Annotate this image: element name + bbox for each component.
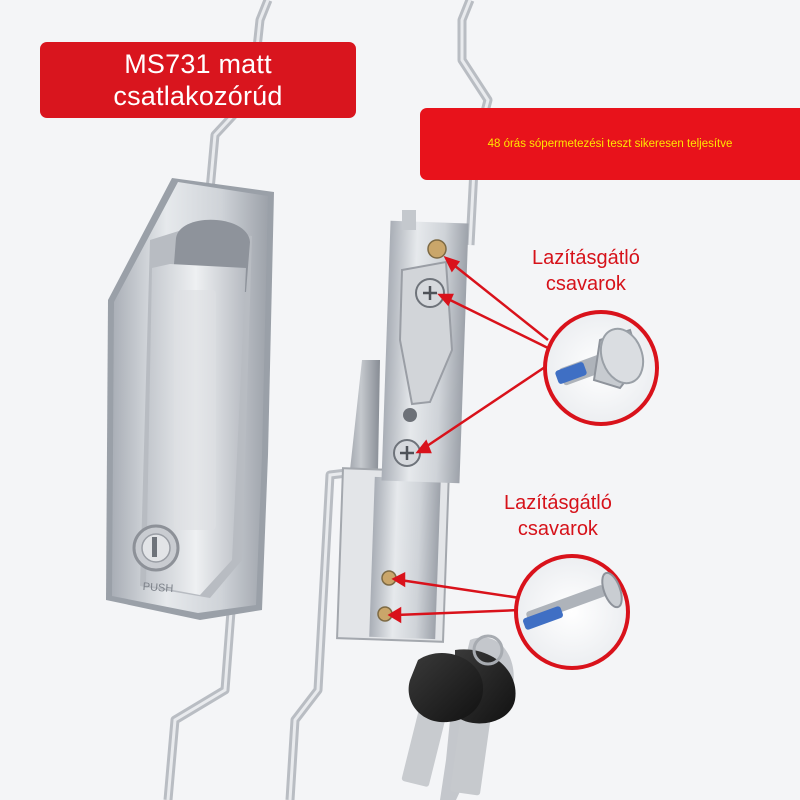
lock-body-rear — [336, 210, 469, 643]
callout-label-line2: csavarok — [545, 273, 626, 295]
zoom-circle-screw-1 — [543, 310, 659, 426]
salt-spray-test-banner: 48 órás sópermetezési teszt sikeresen te… — [420, 108, 800, 180]
salt-spray-test-text: 48 órás sópermetezési teszt sikeresen te… — [487, 138, 733, 150]
product-title-line2: csatlakozórúd — [113, 81, 283, 111]
anti-loosening-screws-callout: Lazításgátló csavarok — [504, 490, 612, 542]
callout-arrows — [387, 255, 549, 624]
callout-label-line2: csavarok — [517, 518, 598, 540]
zoom-circle-screw-2 — [514, 554, 630, 670]
push-label: PUSH — [142, 581, 173, 595]
callout-label-line1: Lazításgátló — [504, 492, 612, 514]
product-title-banner: MS731 matt csatlakozórúd — [40, 42, 356, 118]
screw-1 — [427, 239, 447, 259]
anti-loosening-screws-callout: Lazításgátló csavarok — [532, 245, 640, 297]
handle-lock-front: PUSH — [106, 178, 274, 620]
product-title-line1: MS731 matt — [124, 49, 272, 79]
callout-label-line1: Lazításgátló — [532, 247, 640, 269]
keys — [401, 634, 516, 800]
